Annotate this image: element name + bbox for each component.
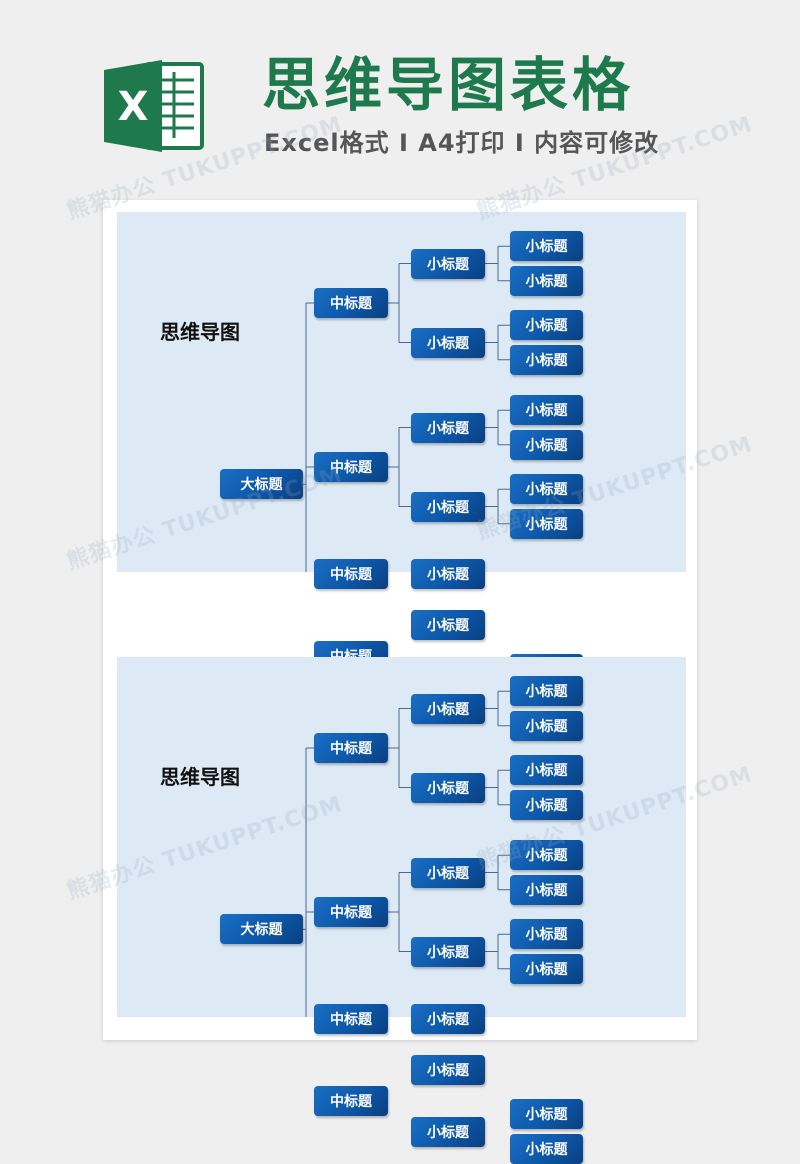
sub-sub-topic-node[interactable]: 小标题: [510, 710, 583, 741]
branch-node[interactable]: 中标题: [314, 1085, 388, 1116]
sub-sub-topic-node[interactable]: 小标题: [510, 344, 583, 375]
logo-letter: X: [118, 84, 149, 130]
excel-logo-icon: X: [104, 60, 204, 152]
sub-sub-topic-node[interactable]: 小标题: [510, 265, 583, 296]
sub-sub-topic-node[interactable]: 小标题: [510, 474, 583, 505]
subtopic-node[interactable]: 小标题: [411, 772, 485, 803]
sub-sub-topic-node[interactable]: 小标题: [510, 789, 583, 820]
mindmap-title: 思维导图: [160, 765, 240, 789]
sub-sub-topic-node[interactable]: 小标题: [510, 429, 583, 460]
sub-sub-topic-node[interactable]: 小标题: [510, 874, 583, 905]
page-title: 思维导图表格: [262, 51, 635, 119]
sub-sub-topic-node[interactable]: 小标题: [510, 395, 583, 426]
sub-sub-topic-node[interactable]: 小标题: [510, 310, 583, 341]
sub-sub-topic-node[interactable]: 小标题: [510, 231, 583, 262]
branch-node[interactable]: 中标题: [314, 288, 388, 318]
sub-sub-topic-node[interactable]: 小标题: [510, 953, 583, 984]
root-node[interactable]: 大标题: [220, 914, 303, 945]
sub-sub-topic-node[interactable]: 小标题: [510, 919, 583, 950]
root-node[interactable]: 大标题: [220, 469, 303, 500]
subtopic-node[interactable]: 小标题: [411, 693, 485, 724]
subtopic-node[interactable]: 小标题: [411, 609, 485, 640]
subtopic-node[interactable]: 小标题: [411, 1116, 485, 1147]
subtopic-node[interactable]: 小标题: [411, 1054, 485, 1085]
subtopic-node[interactable]: 小标题: [411, 936, 485, 967]
branch-node[interactable]: 中标题: [314, 897, 388, 927]
branch-node[interactable]: 中标题: [314, 1004, 388, 1035]
sub-sub-topic-node[interactable]: 小标题: [510, 508, 583, 539]
subtopic-node[interactable]: 小标题: [411, 491, 485, 522]
sub-sub-topic-node[interactable]: 小标题: [510, 1133, 583, 1164]
subtopic-node[interactable]: 小标题: [411, 857, 485, 888]
subtopic-node[interactable]: 小标题: [411, 1004, 485, 1035]
sub-sub-topic-node[interactable]: 小标题: [510, 1099, 583, 1130]
sub-sub-topic-node[interactable]: 小标题: [510, 755, 583, 786]
subtopic-node[interactable]: 小标题: [411, 559, 485, 590]
mindmap-panel-2: 思维导图 小标题小标题小标题小标题小标题小标题中标题小标题小标题小标题小标题小标…: [117, 657, 686, 1164]
page-subtitle: Excel格式 I A4打印 I 内容可修改: [264, 129, 660, 157]
mindmap-panel-1: 思维导图 小标题小标题小标题小标题小标题小标题中标题小标题小标题小标题小标题小标…: [117, 212, 686, 719]
subtopic-node[interactable]: 小标题: [411, 327, 485, 358]
sub-sub-topic-node[interactable]: 小标题: [510, 840, 583, 871]
sub-sub-topic-node[interactable]: 小标题: [510, 676, 583, 707]
branch-node[interactable]: 中标题: [314, 452, 388, 482]
branch-node[interactable]: 中标题: [314, 733, 388, 763]
connector-lines: [303, 245, 510, 572]
branch-node[interactable]: 中标题: [314, 559, 388, 590]
connector-lines: [303, 690, 510, 1017]
mindmap-title: 思维导图: [160, 320, 240, 344]
subtopic-node[interactable]: 小标题: [411, 248, 485, 279]
subtopic-node[interactable]: 小标题: [411, 412, 485, 443]
